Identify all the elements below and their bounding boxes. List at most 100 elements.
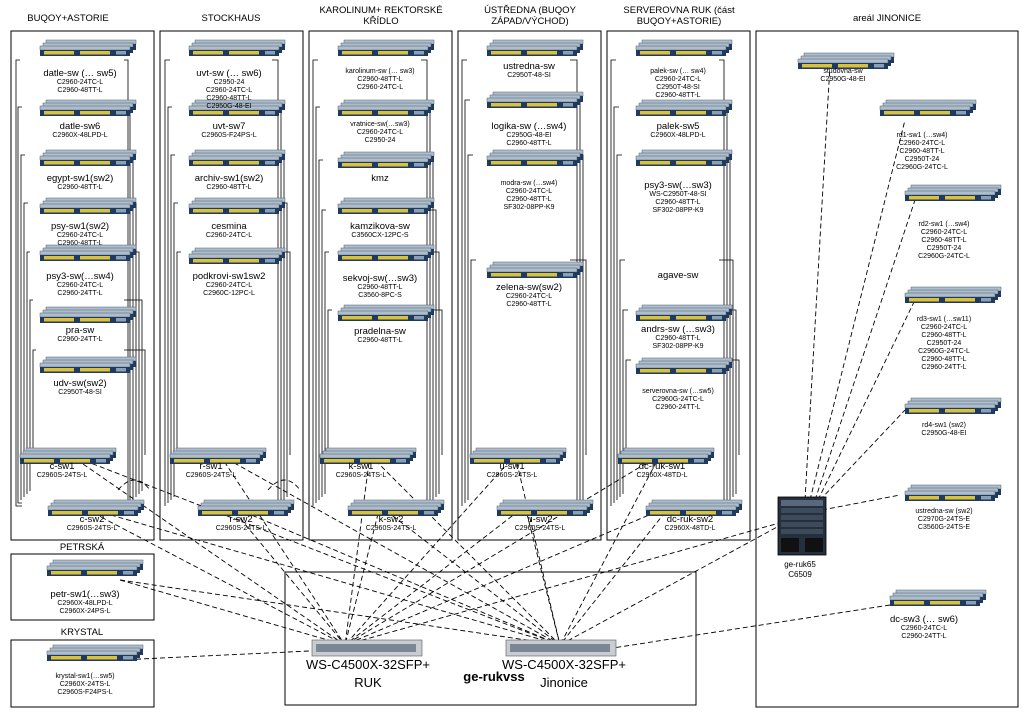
switch-stack-icon <box>890 590 986 606</box>
switch-stack-icon <box>487 92 583 108</box>
switch-stack-icon <box>47 560 143 576</box>
uplink-brackets <box>15 59 740 507</box>
switch-stack-icon <box>40 150 136 166</box>
switch-stack-icon <box>636 100 732 116</box>
section-frames <box>10 30 1019 708</box>
switch-stack-icon <box>798 53 894 69</box>
switch-stack-icon <box>905 287 1001 303</box>
frame-serverovna <box>606 30 751 541</box>
switch-stack-icon <box>338 152 434 168</box>
switch-stack-icon <box>338 40 434 56</box>
section-title-stockhaus: STOCKHAUS <box>201 13 261 24</box>
switch-stack-icon <box>40 307 136 323</box>
switch-stack-icon <box>189 40 285 56</box>
frame-core <box>284 571 697 706</box>
frame-ustredna <box>457 30 602 541</box>
switch-stack-icon <box>636 358 732 374</box>
switch-stack-icon <box>40 357 136 373</box>
switch-stack-icon <box>880 100 976 116</box>
switch-stack-icon <box>338 305 434 321</box>
frame-krystal <box>10 639 155 708</box>
core-jinonice-site: Jinonice <box>540 675 588 690</box>
switch-stack-icon <box>189 150 285 166</box>
switch-stack-icon <box>905 398 1001 414</box>
section-title-ustredna: ÚSTŘEDNA (BUQOY ZÁPAD/VÝCHOD) <box>484 5 576 27</box>
frame-karolinum <box>308 30 453 541</box>
frame-petrska <box>10 553 155 621</box>
dashed-links <box>69 64 916 661</box>
section-title-serverovna: SERVEROVNA RUK (část BUQOY+ASTORIE) <box>623 5 735 27</box>
section-title-krystal: KRYSTAL <box>60 627 104 638</box>
switch-egypt-sw1: egypt-sw1(sw2)C2960-48TT-L <box>46 173 114 191</box>
frame-buqoy <box>10 30 155 541</box>
section-title-buqoy: BUQOY+ASTORIE <box>27 13 109 24</box>
switch-stack-icon <box>40 198 136 214</box>
switch-kmz: kmz <box>371 173 389 184</box>
switch-archiv-sw1: archiv-sw1(sw2)C2960-48TT-L <box>194 173 264 191</box>
switch-stack-icon <box>338 198 434 214</box>
section-title-jinonice: areál JINONICE <box>852 13 922 24</box>
section-title-karolinum: KAROLINUM+ REKTORSKÉ KŘÍDLO <box>319 5 443 27</box>
switch-stack-icon <box>487 262 583 278</box>
switch-udv-sw: udv-sw(sw2)C2950T-48-SI <box>53 378 107 396</box>
section-title-petrska: PETRSKÁ <box>59 542 105 553</box>
frame-stockhaus <box>159 30 304 541</box>
switch-stack-icon <box>905 485 1001 501</box>
chassis-ge-ruk65 <box>777 496 827 556</box>
switch-stack-icon <box>636 40 732 56</box>
frame-jinonice <box>755 30 1019 708</box>
switch-stack-icon <box>189 198 285 214</box>
switch-stack-icon <box>47 645 143 661</box>
switch-stack-icon <box>487 40 583 56</box>
switch-stack-icon <box>189 248 285 264</box>
switch-stack-icon <box>636 150 732 166</box>
core-switch-jinonice <box>505 639 617 657</box>
switch-stack-icon <box>338 245 434 261</box>
switch-rd4-sw: rd4-sw1 (sw2)C2950G-48-EI <box>921 422 967 437</box>
switch-stack-icon <box>905 185 1001 201</box>
core-switch-ruk <box>311 639 423 657</box>
switch-stack-icon <box>40 40 136 56</box>
switch-agave-sw: agave-sw <box>657 270 699 281</box>
switch-stack-icon <box>487 150 583 166</box>
core-vss-label: ge-rukvss <box>463 669 525 684</box>
